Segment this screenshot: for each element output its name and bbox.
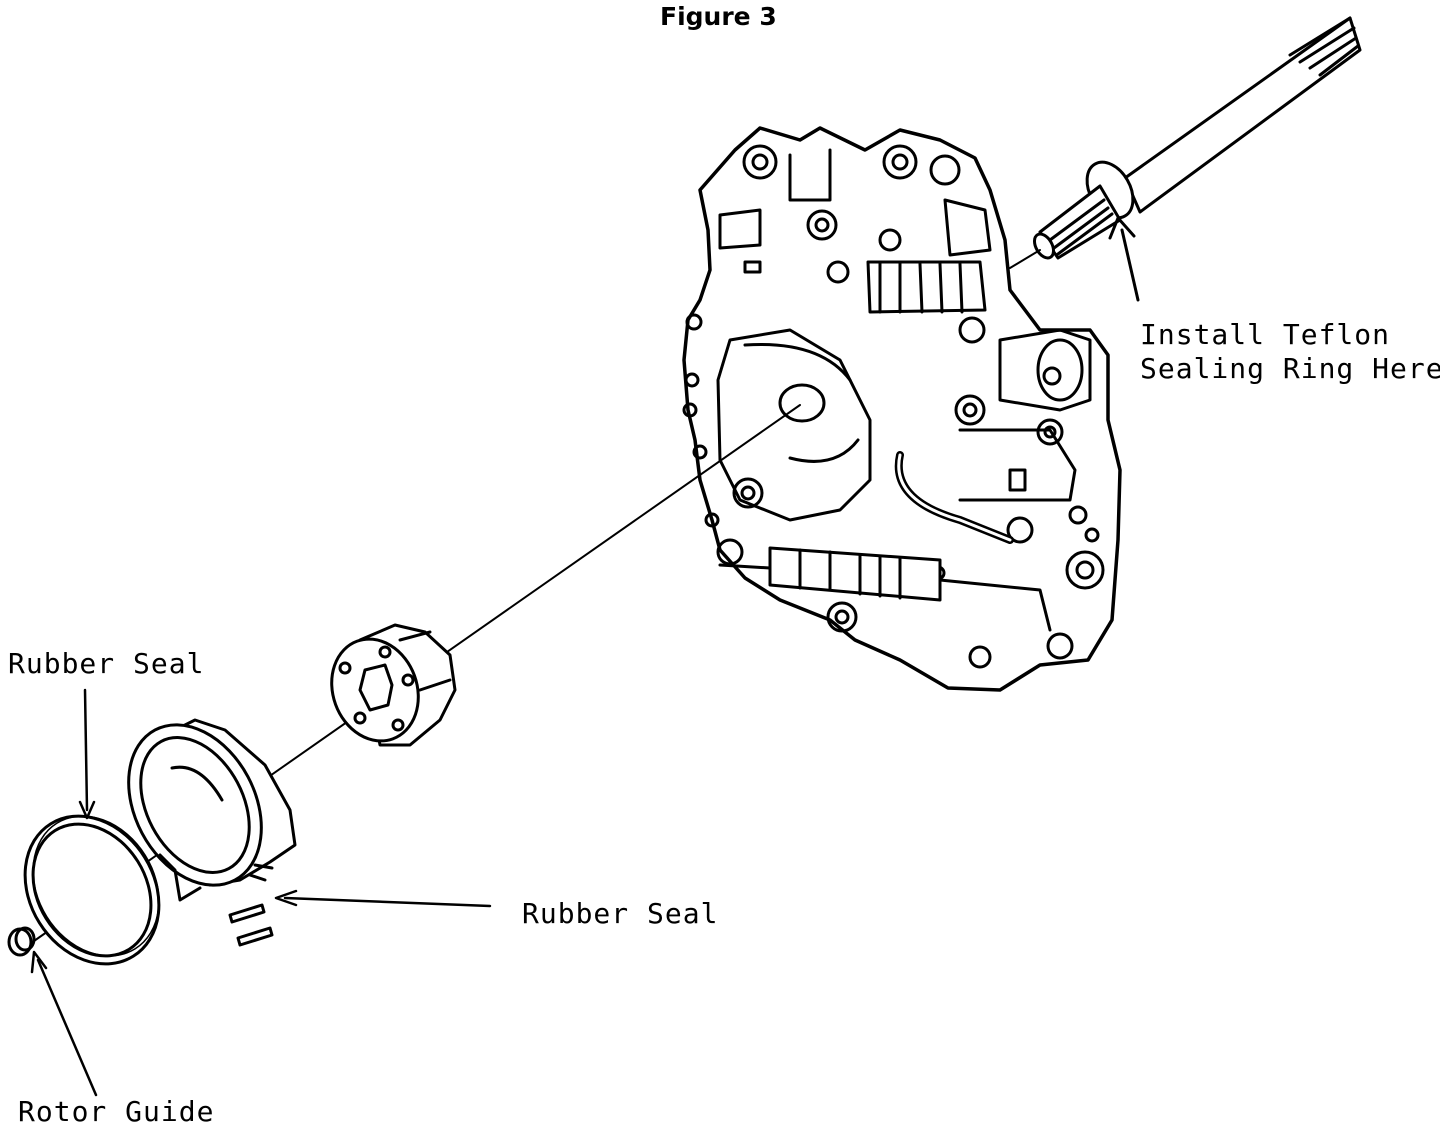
teflon-label-line1: Install Teflon [1140, 318, 1391, 351]
small-rubber-seals [228, 903, 274, 947]
figure-title: Figure 3 [660, 2, 777, 31]
rotor-guide [7, 926, 36, 957]
valve-body [682, 126, 1122, 692]
teflon-ring-label: Install Teflon Sealing Ring Here [1140, 318, 1440, 386]
rubber-seal-ring [23, 814, 161, 966]
pump-housing [127, 718, 297, 902]
rotor-guide-label: Rotor Guide [18, 1095, 215, 1128]
teflon-arrow [1108, 216, 1140, 302]
rubber-seal-label-top: Rubber Seal [8, 647, 205, 680]
rotor [330, 623, 457, 747]
leader-arrows [30, 688, 492, 1097]
teflon-label-line2: Sealing Ring Here [1140, 352, 1440, 385]
input-shaft [1009, 16, 1362, 269]
rubber-seal-label-middle: Rubber Seal [522, 897, 719, 930]
